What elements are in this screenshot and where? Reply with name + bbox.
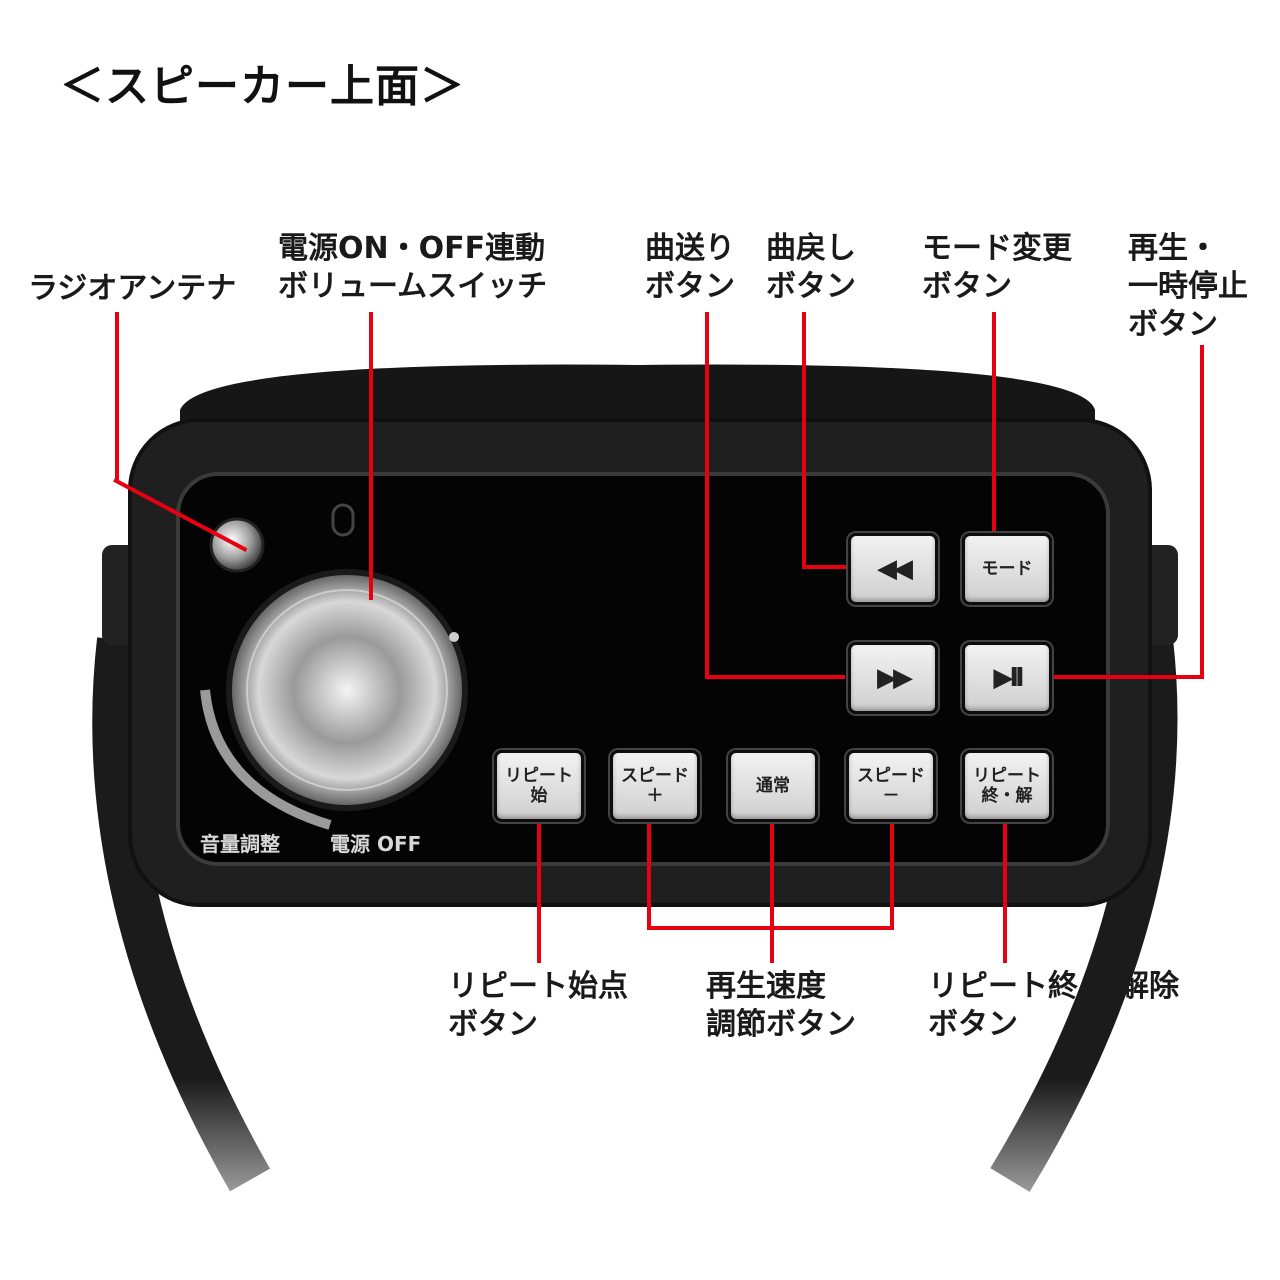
leader-mode xyxy=(992,312,996,537)
volume-arc xyxy=(200,689,332,830)
callout-speed-adjust: 再生速度 調節ボタン xyxy=(706,969,856,1042)
speed-plus-button[interactable]: スピード ＋ xyxy=(610,750,700,822)
leader-prev-h xyxy=(802,565,847,569)
callout-repeat-end: リピート終点/解除 ボタン xyxy=(928,969,1179,1042)
leader-power xyxy=(369,312,373,600)
repeat-end-label-1: リピート xyxy=(973,766,1041,786)
leader-play-h xyxy=(1050,675,1204,679)
callout-prev-track: 曲戻し ボタン xyxy=(766,231,856,304)
device-top-cover xyxy=(180,364,1095,430)
callout-repeat-start: リピート始点 ボタン xyxy=(448,969,628,1042)
repeat-end-label-2: 終・解 xyxy=(981,786,1033,806)
play-pause-button[interactable]: ▶II xyxy=(962,642,1052,714)
volume-label: 音量調整 xyxy=(200,832,280,856)
mode-button-label: モード xyxy=(981,559,1033,579)
leader-next-h xyxy=(705,675,845,679)
forward-icon: ▶▶ xyxy=(877,663,913,693)
repeat-start-label-2: 始 xyxy=(530,786,548,806)
indicator-led xyxy=(331,503,355,537)
speed-minus-button[interactable]: スピード － xyxy=(846,750,936,822)
callout-power-volume: 電源ON・OFF連動 ボリュームスイッチ xyxy=(278,231,548,304)
leader-antenna-v xyxy=(115,312,119,480)
volume-knob xyxy=(226,569,468,811)
normal-speed-label: 通常 xyxy=(756,776,790,796)
leader-repeat-end xyxy=(1003,813,1007,963)
power-off-label: 電源 OFF xyxy=(330,832,422,856)
callout-radio-antenna: ラジオアンテナ xyxy=(28,271,237,306)
mode-button[interactable]: モード xyxy=(962,533,1052,605)
speed-plus-label-1: スピード xyxy=(621,766,689,786)
leader-speed-right xyxy=(890,813,894,930)
forward-button[interactable]: ▶▶ xyxy=(848,642,938,714)
callout-play-pause: 再生・ 一時停止 ボタン xyxy=(1128,231,1248,342)
speed-plus-label-2: ＋ xyxy=(646,786,664,806)
speed-minus-label-1: スピード xyxy=(857,766,925,786)
leader-speed-left xyxy=(647,813,651,930)
rewind-icon: ◀◀ xyxy=(877,554,913,584)
normal-speed-button[interactable]: 通常 xyxy=(728,750,818,822)
speed-minus-label-2: － xyxy=(882,786,900,806)
repeat-start-label-1: リピート xyxy=(505,766,573,786)
leader-prev-v xyxy=(802,312,806,568)
page-title: ＜スピーカー上面＞ xyxy=(60,61,465,112)
rewind-button[interactable]: ◀◀ xyxy=(848,533,938,605)
leader-next-v xyxy=(705,312,709,678)
leader-repeat-start xyxy=(537,813,541,963)
repeat-start-button[interactable]: リピート 始 xyxy=(494,750,584,822)
callout-mode-change: モード変更 ボタン xyxy=(922,231,1072,304)
leader-speed-v xyxy=(770,813,774,963)
leader-play-v xyxy=(1200,345,1204,678)
repeat-end-button[interactable]: リピート 終・解 xyxy=(962,750,1052,822)
play-pause-icon: ▶II xyxy=(993,663,1024,693)
callout-next-track: 曲送り ボタン xyxy=(645,231,735,304)
